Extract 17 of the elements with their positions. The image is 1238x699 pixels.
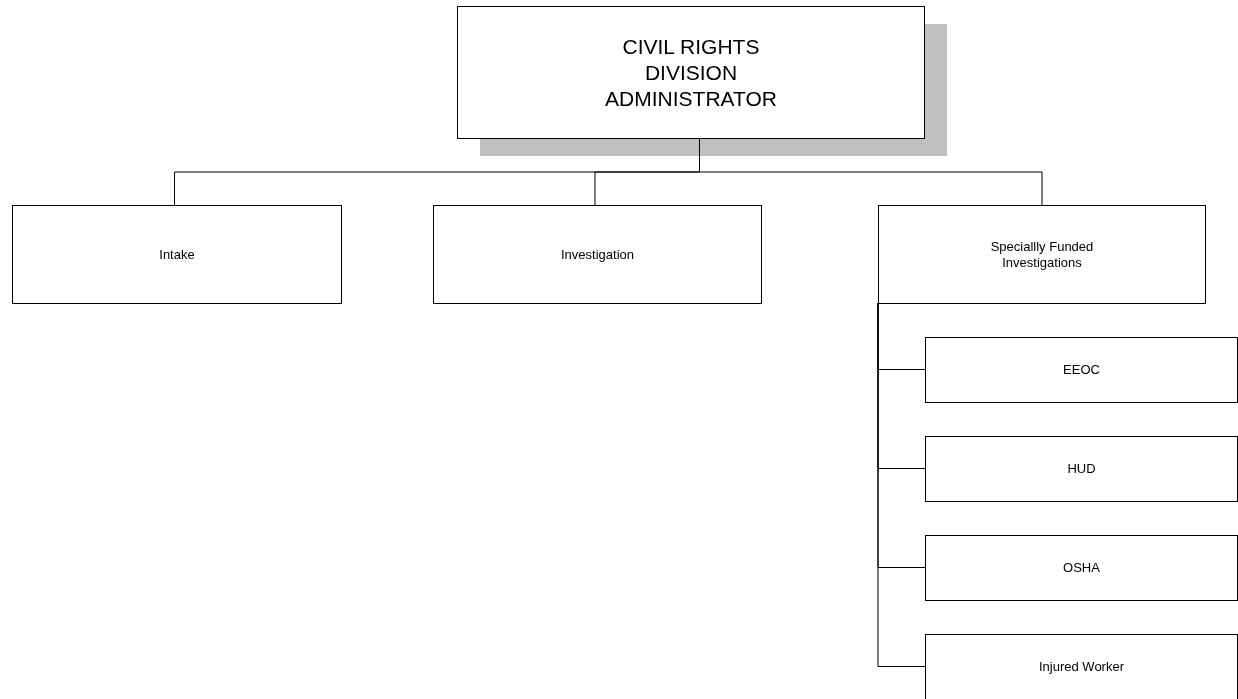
box-label: Injured Worker bbox=[1039, 659, 1124, 675]
org-box bbox=[925, 535, 1238, 601]
box-label: Intake bbox=[159, 246, 195, 263]
box-label: CIVIL RIGHTS DIVISION ADMINISTRATOR bbox=[604, 33, 778, 112]
box-label: OSHA bbox=[1063, 560, 1100, 576]
org-box bbox=[12, 205, 342, 304]
box-label: Investigation bbox=[561, 246, 634, 263]
org-box bbox=[457, 6, 925, 139]
box-label: Speciallly Funded Investigations bbox=[989, 238, 1095, 271]
org-box bbox=[878, 205, 1206, 304]
org-box bbox=[925, 634, 1238, 699]
org-box bbox=[925, 337, 1238, 403]
box-label: HUD bbox=[1067, 461, 1096, 477]
box-label: EEOC bbox=[1063, 362, 1100, 378]
org-box bbox=[433, 205, 762, 304]
connector-line bbox=[877, 302, 926, 667]
org-box bbox=[925, 436, 1238, 502]
